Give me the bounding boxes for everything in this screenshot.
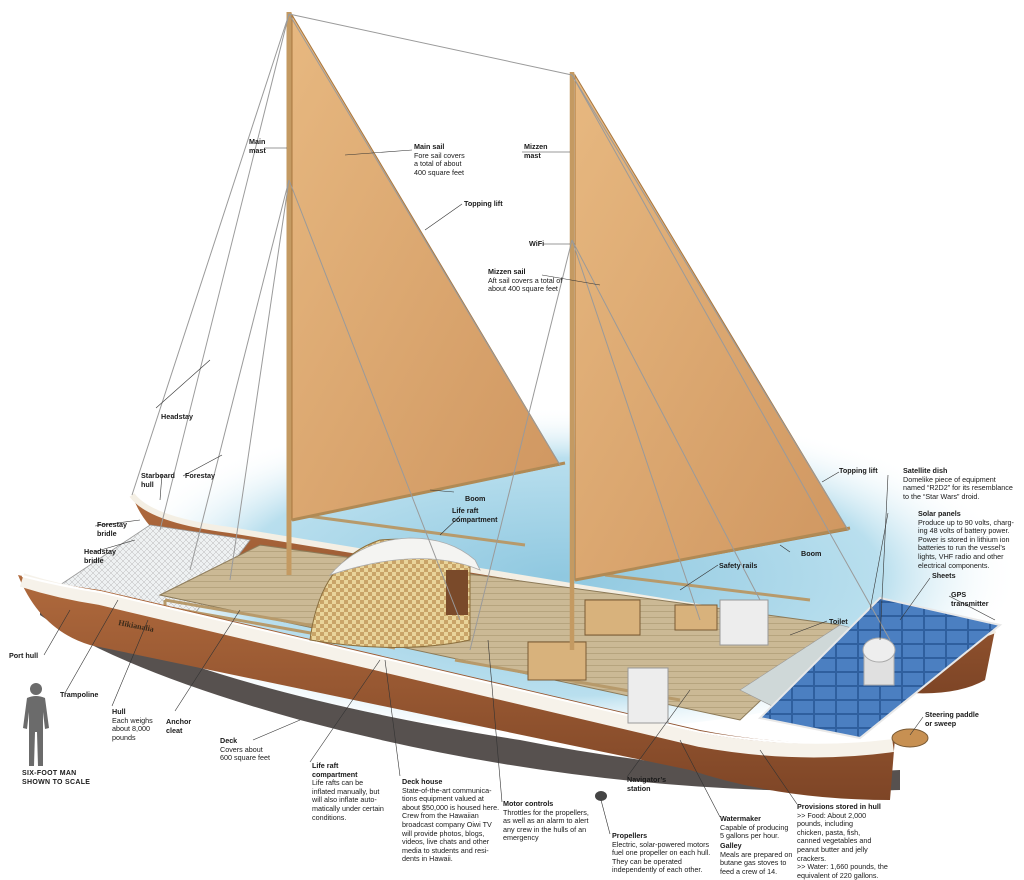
label-forestay: Forestay: [185, 471, 215, 480]
main-boom: [291, 461, 566, 522]
label-forestay-bridle: Forestay bridle: [97, 520, 127, 538]
port-hull-trim: [19, 573, 894, 758]
port-hull-stripe: [21, 575, 894, 744]
deck-house-door: [446, 570, 468, 615]
label-sheets: Sheets: [932, 571, 956, 580]
toilet-box: [719, 599, 769, 646]
label-wifi: WiFi: [529, 239, 545, 248]
label-life-raft-1: Life raft compartment: [452, 506, 498, 524]
label-topping-lift-1: Topping lift: [464, 199, 503, 208]
label-provisions: Provisions stored in hull>> Food: About …: [797, 802, 888, 880]
steering-paddle: [891, 728, 929, 748]
mizzen-sail: [574, 73, 849, 581]
label-navigators-station: Navigator’s station: [627, 775, 667, 793]
propeller: [595, 791, 607, 801]
label-starboard-hull: Starboard hull: [141, 471, 175, 489]
label-topping-lift-2: Topping lift: [839, 466, 878, 475]
label-headstay: Headstay: [161, 412, 193, 421]
leader-lines: [43, 147, 996, 835]
label-steering: Steering paddle or sweep: [925, 710, 979, 728]
deck-house-roof: [328, 537, 481, 576]
label-toilet: Toilet: [829, 617, 848, 626]
navigators-station-box: [627, 667, 669, 724]
label-boom-1: Boom: [465, 494, 486, 503]
label-gps: GPS transmitter: [951, 590, 989, 608]
rigging: [131, 13, 891, 651]
deck-crates: [527, 599, 718, 681]
label-trampoline: Trampoline: [60, 690, 99, 699]
label-main-mast: Main mast: [249, 137, 266, 155]
scale-note: SIX-FOOT MAN SHOWN TO SCALE: [22, 770, 91, 786]
label-safety-rails: Safety rails: [719, 561, 758, 570]
satellite-dish: [862, 637, 896, 686]
mizzen-boom: [574, 526, 851, 582]
six-foot-man-figure: [23, 683, 49, 766]
label-port-hull: Port hull: [9, 651, 39, 660]
label-anchor-cleat: Anchor cleat: [166, 717, 192, 735]
label-mizzen-mast: Mizzen mast: [524, 142, 548, 160]
label-headstay-bridle: Headstay bridle: [84, 547, 116, 565]
label-boom-2: Boom: [801, 549, 822, 558]
